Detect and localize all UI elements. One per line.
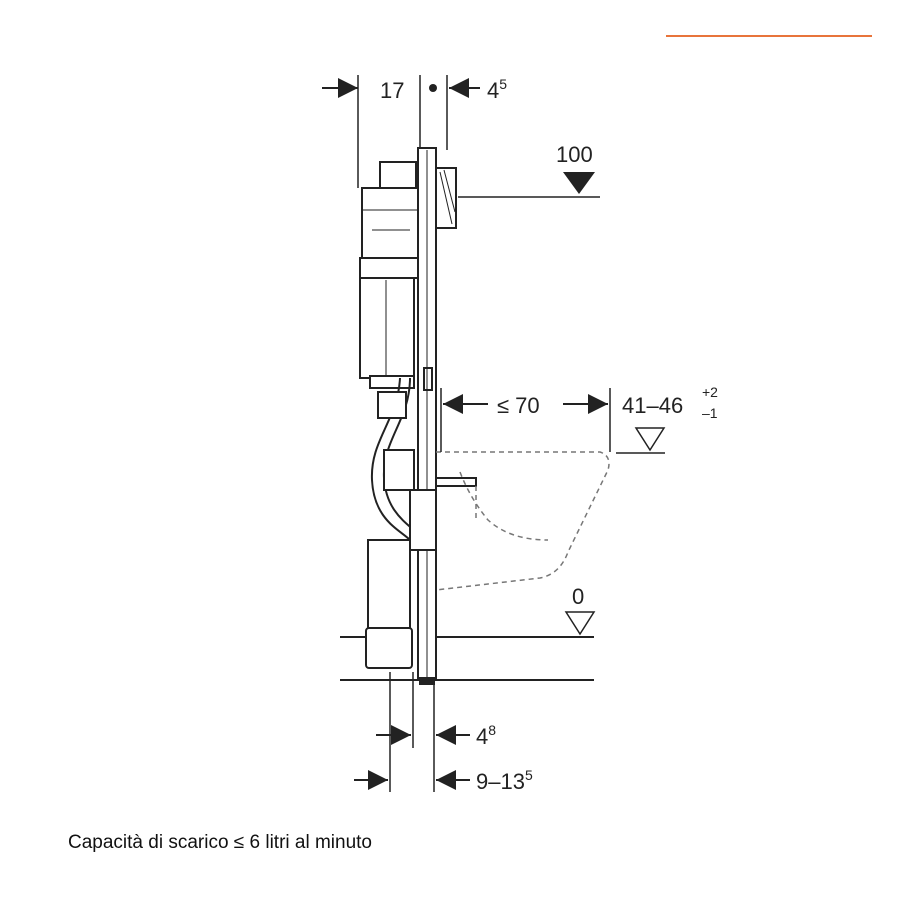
level-marker-bowl: [634, 427, 666, 452]
dim-bottom: 48 9–135: [354, 672, 533, 794]
flush-pipe: [370, 377, 417, 541]
dim-floor: 0: [564, 584, 596, 636]
dim-bowl-height-plus: +2: [702, 384, 718, 400]
dim-bottom-a-label: 48: [476, 722, 496, 749]
dim-depth-label: ≤ 70: [497, 393, 540, 418]
level-marker-floor: [564, 611, 596, 636]
dim-depth: ≤ 70: [440, 388, 611, 452]
dim-floor-label: 0: [572, 584, 584, 609]
dim-height-top: 100: [458, 142, 600, 198]
level-marker-filled: [563, 172, 595, 194]
reference-dot: [429, 84, 437, 92]
dim-bottom-b-label: 9–135: [476, 767, 533, 794]
dim-bowl-height-label: 41–46: [622, 393, 683, 418]
dim-top-left: 17 45: [322, 75, 507, 188]
cistern: [359, 161, 419, 389]
dim-top-right-label: 45: [487, 76, 507, 103]
accent-divider: [666, 35, 872, 37]
dim-bowl-height-minus: –1: [702, 405, 718, 421]
mounting-frame: [417, 147, 457, 679]
dim-height-top-label: 100: [556, 142, 593, 167]
installation-diagram: 17 45 100: [322, 75, 718, 794]
floor-lines: [340, 636, 594, 685]
caption: Capacità di scarico ≤ 6 litri al minuto: [68, 832, 372, 853]
dim-top-left-label: 17: [380, 78, 404, 103]
toilet-bowl-outline: [435, 451, 610, 591]
dim-bowl-height: 41–46 +2 –1: [616, 384, 718, 454]
drain-pipe: [365, 477, 477, 669]
